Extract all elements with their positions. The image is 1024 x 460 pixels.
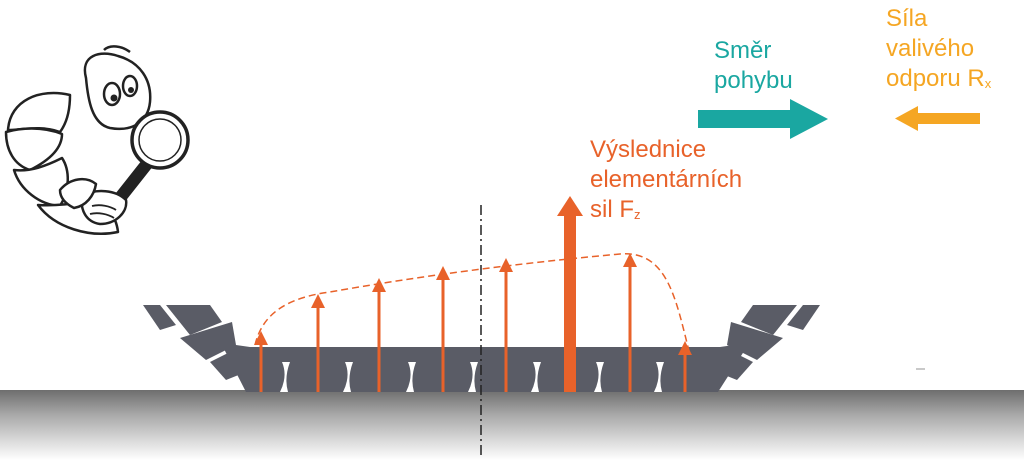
rolling-resistance-line1: Síla [886, 5, 928, 32]
direction-label: Směr pohybu [714, 36, 793, 96]
direction-label-line2: pohybu [714, 67, 793, 94]
force-arrow [436, 266, 450, 392]
rolling-resistance-subscript: x [984, 76, 992, 91]
resultant-force-line2: elementárních [590, 166, 743, 193]
force-arrow [623, 253, 637, 392]
force-arrow [678, 341, 692, 392]
resultant-force-symbol: sil F [590, 196, 634, 223]
road-surface [0, 390, 1024, 460]
resultant-force-arrow [557, 196, 583, 392]
resultant-force-line3: sil Fz [590, 195, 742, 230]
force-arrow [372, 278, 386, 392]
tread-sipes [280, 362, 664, 392]
force-arrow [499, 258, 513, 392]
rolling-resistance-line3: odporu Rx [886, 64, 991, 99]
pressure-envelope [254, 253, 691, 356]
road-marker [916, 368, 925, 370]
force-arrow [254, 331, 268, 392]
force-arrow [311, 294, 325, 392]
rolling-resistance-label: Síla valivého odporu Rx [886, 4, 991, 99]
michelin-man-icon [4, 45, 190, 235]
resultant-force-label: Výslednice elementárních sil Fz [590, 135, 742, 230]
rolling-resistance-symbol: odporu R [886, 65, 985, 92]
resultant-force-subscript: z [634, 207, 641, 222]
rolling-resistance-line2: valivého [886, 35, 975, 62]
elementary-force-arrows [254, 253, 692, 392]
direction-label-line1: Směr [714, 37, 772, 64]
rolling-resistance-arrow [895, 106, 980, 131]
direction-arrow [698, 99, 828, 139]
resultant-force-line1: Výslednice [590, 136, 707, 163]
